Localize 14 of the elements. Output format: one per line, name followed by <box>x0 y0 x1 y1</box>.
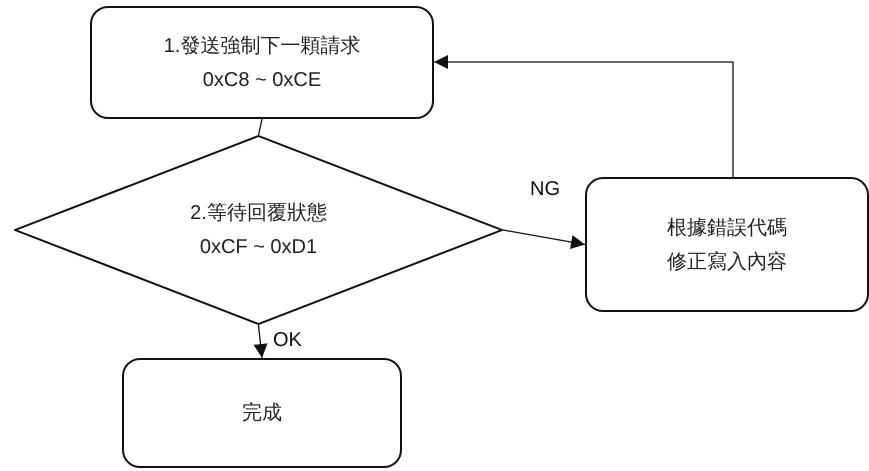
node-text: 完成 <box>242 401 282 425</box>
process-box <box>122 358 402 468</box>
node-text: 0xCF ~ 0xD1 <box>200 235 318 259</box>
process-box <box>585 177 869 312</box>
arrow <box>502 229 586 249</box>
arrow <box>254 324 268 358</box>
node-text: 修正寫入內容 <box>667 250 787 274</box>
node-text: 根據錯誤代碼 <box>667 216 787 240</box>
node-text: 1.發送強制下一顆請求 <box>164 34 360 58</box>
process-box <box>90 6 434 119</box>
node-text: 2.等待回覆狀態 <box>190 201 327 225</box>
arrow <box>434 55 734 177</box>
node-text: 0xC8 ~ 0xCE <box>202 68 322 92</box>
decision-diamond <box>14 135 503 325</box>
